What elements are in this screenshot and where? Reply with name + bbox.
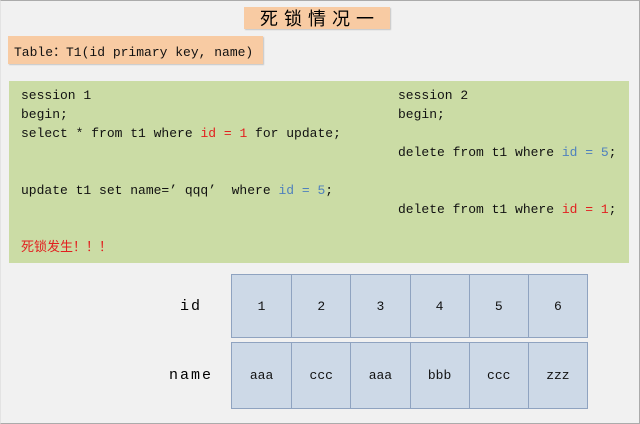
code-line: update t1 set name=’ qqq’ where id = 5; <box>21 181 341 200</box>
id-row-label: id <box>179 297 202 315</box>
table-cell: aaa <box>350 343 409 408</box>
table-cell: 1 <box>257 298 266 314</box>
code-line <box>398 124 616 143</box>
code-segment: delete from t1 where <box>398 145 562 160</box>
session2-column: session 2 begin; delete from t1 where id =… <box>398 86 616 219</box>
code-segment: ; <box>608 145 617 160</box>
code-segment: delete from t1 where <box>398 202 562 217</box>
code-segment: ; <box>608 202 617 217</box>
code-line: session 1 <box>21 86 341 105</box>
table-cell: ccc <box>291 343 350 408</box>
code-segment: session 2 <box>398 88 469 103</box>
code-line: 死锁发生！！！ <box>21 238 341 257</box>
sessions-panel: session 1 begin; select * from t1 where id… <box>9 81 629 263</box>
code-line <box>398 162 616 181</box>
code-segment: 死锁发生！！！ <box>21 240 113 255</box>
code-segment: begin; <box>398 107 445 122</box>
slide-title: 死锁情况一 <box>244 7 390 29</box>
table-definition-label: Table：T1(id primary key, name) <box>8 36 263 64</box>
code-segment: ; <box>325 183 334 198</box>
table-cell: zzz <box>527 343 587 408</box>
code-segment: id = 5 <box>278 183 326 198</box>
code-line: delete from t1 where id = 1; <box>398 200 616 219</box>
session1-column: session 1 begin; select * from t1 where id… <box>21 86 341 257</box>
table-cell: aaa <box>249 368 274 383</box>
code-line: session 2 <box>398 86 616 105</box>
code-segment: id = 1 <box>561 202 609 217</box>
code-line <box>21 143 341 162</box>
code-line <box>21 162 341 181</box>
code-segment: select * from t1 where <box>21 126 201 141</box>
code-segment: session 1 <box>21 88 92 103</box>
table-cell: ccc <box>468 343 528 408</box>
table-cell: bbb <box>409 343 469 408</box>
code-segment: begin; <box>21 107 68 122</box>
table-cell: 6 <box>527 275 587 337</box>
code-segment: update t1 set name=’ qqq’ where <box>21 183 279 198</box>
code-segment: id = 1 <box>200 126 248 141</box>
code-line <box>21 200 341 219</box>
table-cell: 2 <box>291 275 350 337</box>
code-line <box>398 181 616 200</box>
name-row-label: name <box>168 367 213 384</box>
code-line: begin; <box>398 105 616 124</box>
code-line <box>21 219 341 238</box>
table-cell: 4 <box>409 275 469 337</box>
code-segment: for update; <box>247 126 341 141</box>
table-cell: 5 <box>468 275 528 337</box>
code-line: delete from t1 where id = 5; <box>398 143 616 162</box>
table-cell: 3 <box>350 275 409 337</box>
code-line: select * from t1 where id = 1 for update… <box>21 124 341 143</box>
code-line: begin; <box>21 105 341 124</box>
code-segment: id = 5 <box>561 145 609 160</box>
